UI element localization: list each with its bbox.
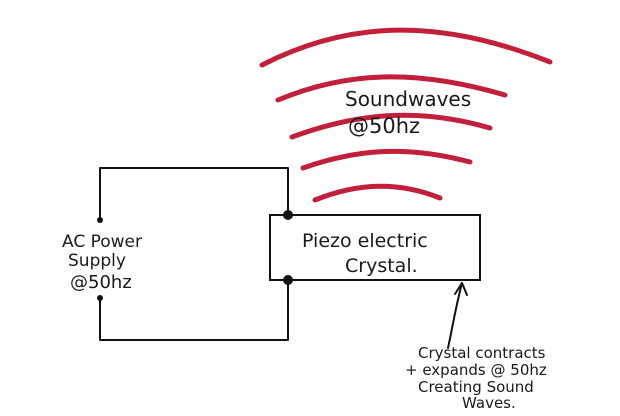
sound-wave-5 [312, 183, 443, 203]
annotation-line4: Waves. [462, 394, 516, 412]
top-wire [99, 167, 289, 221]
crystal-label-line2: Crystal. [345, 255, 418, 277]
terminal-top-dot [97, 217, 103, 223]
crystal-junction-top [283, 210, 293, 220]
annotation-line2: + expands @ 50hz [405, 361, 547, 379]
sound-waves-label: Soundwaves [345, 87, 471, 111]
sound-wave-3 [289, 112, 493, 140]
annotation-line1: Crystal contracts [418, 344, 546, 362]
sound-wave-1 [259, 27, 553, 68]
sound-waves [259, 27, 553, 203]
crystal-junction-bottom [283, 275, 293, 285]
crystal-label: Piezo electric [302, 230, 428, 252]
arrow-shaft [447, 282, 463, 349]
bottom-wire [99, 279, 289, 341]
piezo-crystal-box [269, 214, 481, 281]
power-supply-label: AC Power [62, 232, 142, 252]
annotation-arrow [447, 282, 468, 349]
sound-wave-2 [275, 74, 508, 103]
arrow-head [454, 282, 468, 296]
annotation-line3: Creating Sound [418, 378, 534, 396]
sound-wave-4 [300, 148, 473, 171]
power-supply-frequency: @50hz [70, 272, 132, 293]
power-supply-label-line2: Supply [68, 251, 126, 271]
terminal-bottom-dot [97, 295, 103, 301]
sound-waves-frequency: @50hz [348, 114, 420, 138]
circuit-wires [99, 167, 289, 341]
